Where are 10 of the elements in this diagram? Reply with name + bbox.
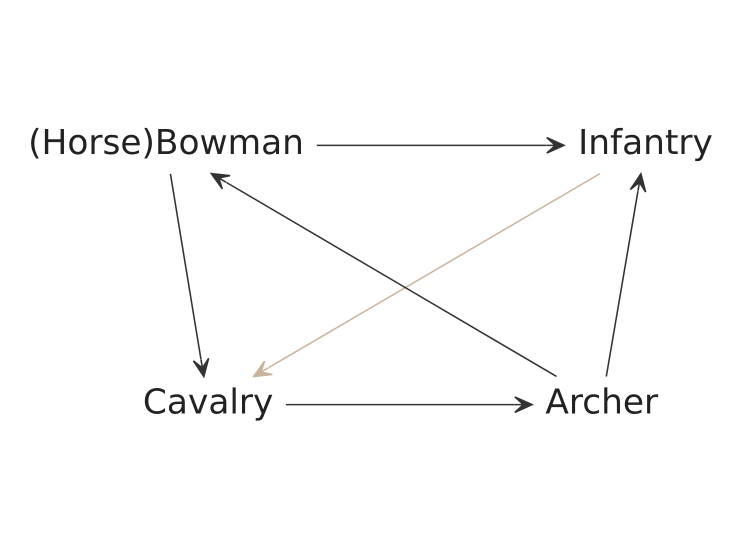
node-text: (Horse)Bowman [28,123,304,164]
arrow [170,174,210,378]
arrow [606,173,646,377]
arrow [210,172,557,378]
arrow [316,136,565,154]
arrow [252,172,600,378]
node-text: Archer [545,382,658,422]
arrow [286,396,533,414]
node-text: Cavalry [142,382,274,422]
node-text: Infantry [578,123,713,164]
